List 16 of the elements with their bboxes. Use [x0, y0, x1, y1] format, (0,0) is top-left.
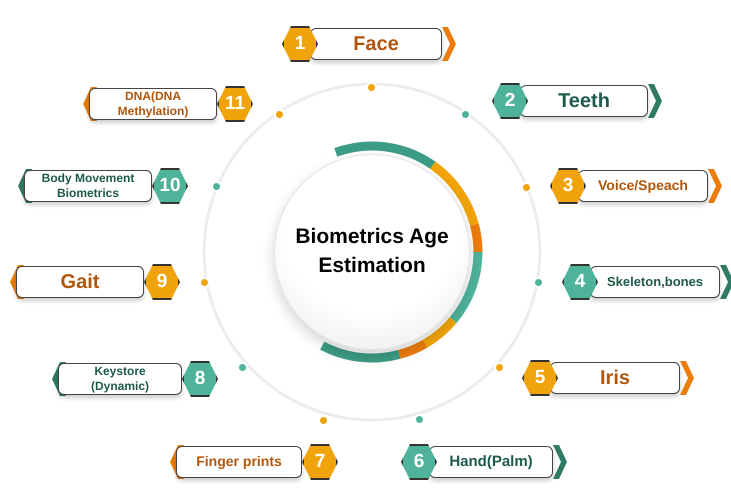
number-badge: 8 [182, 361, 218, 397]
number-badge: 5 [522, 360, 558, 396]
number-badge: 2 [492, 83, 528, 119]
number-badge: 6 [401, 444, 437, 480]
number-badge: 4 [562, 264, 598, 300]
label-tab: DNA(DNA Methylation) [89, 88, 217, 120]
label-tab: Finger prints [176, 446, 302, 478]
label-tab: Body Movement Biometrics [24, 170, 152, 202]
number-badge: 3 [550, 168, 586, 204]
number-badge: 7 [302, 444, 338, 480]
label-tab: Gait [16, 266, 144, 298]
number-badge: 11 [217, 86, 253, 122]
number-badge: 10 [152, 168, 188, 204]
number-badge: 1 [282, 26, 318, 62]
label-tab: Keystore (Dynamic) [58, 363, 182, 395]
number-badge: 9 [144, 264, 180, 300]
